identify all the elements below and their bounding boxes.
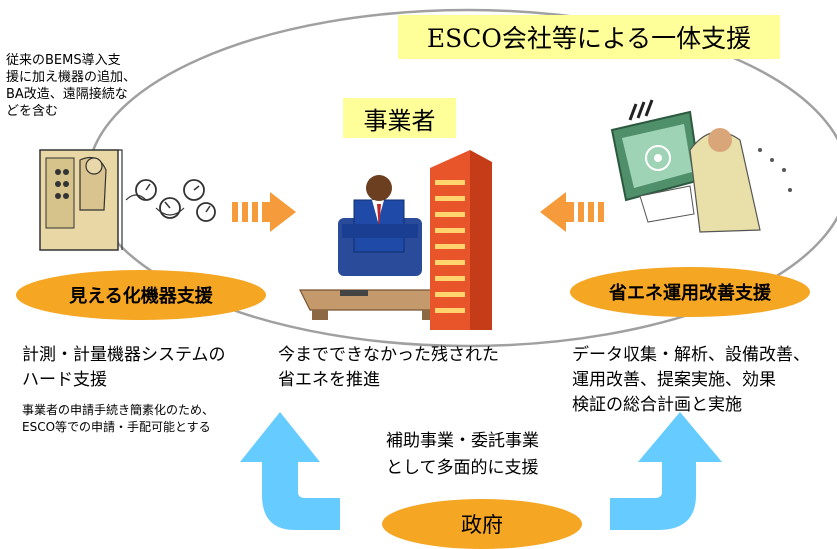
- building-icon: [430, 150, 492, 330]
- left-note-line: どを含む: [6, 104, 59, 119]
- government-label: 政府: [461, 513, 503, 537]
- engineer-screen-icon: [610, 99, 792, 233]
- left-note-line: BA改造、遠隔接続な: [6, 87, 128, 102]
- center-description: 今までできなかった残された 省エネを推進: [278, 343, 499, 393]
- left-description: 計測・計量機器システムの ハード支援: [22, 343, 226, 393]
- visualization-support-label: 見える化機器支援: [69, 286, 213, 307]
- title-text: ESCO会社等による一体支援: [426, 24, 752, 53]
- left-small-note: 事業者の申請手続き簡素化のため、 ESCO等での申請・手配可能とする: [22, 402, 214, 436]
- right-description: データ収集・解析、設備改善、 運用改善、提案実施、効果 検証の総合計画と実施: [572, 343, 810, 418]
- left-description-line: ハード支援: [22, 370, 107, 390]
- left-arrow-icon: [232, 192, 296, 232]
- title-box: ESCO会社等による一体支援: [398, 15, 780, 59]
- center-description-line: 今までできなかった残された: [278, 345, 499, 365]
- government-description-line: 補助事業・委託事業: [386, 431, 539, 451]
- government-description: 補助事業・委託事業 として多面的に支援: [386, 428, 539, 482]
- center-label-box: 事業者: [343, 98, 456, 138]
- energy-saving-support-label: 省エネ運用改善支援: [609, 283, 771, 304]
- government-description-line: として多面的に支援: [386, 458, 539, 478]
- left-curved-arrow-icon: [240, 412, 340, 530]
- government-oval: 政府: [382, 499, 582, 549]
- right-arrow-icon: [540, 192, 604, 232]
- right-description-line: 運用改善、提案実施、効果: [572, 370, 776, 390]
- left-small-note-line: ESCO等での申請・手配可能とする: [22, 420, 211, 434]
- left-note-line: 従来のBEMS導入支: [6, 53, 121, 68]
- worker-control-panel-icon: [39, 149, 216, 251]
- left-note: 従来のBEMS導入支 援に加え機器の追加、 BA改造、遠隔接続な どを含む: [6, 52, 136, 120]
- businessman-icon: [299, 175, 451, 320]
- left-note-line: 援に加え機器の追加、: [6, 70, 137, 85]
- right-curved-arrow-icon: [610, 412, 722, 530]
- energy-saving-support-oval: 省エネ運用改善支援: [570, 267, 810, 317]
- left-description-line: 計測・計量機器システムの: [22, 345, 226, 365]
- center-label: 事業者: [363, 106, 436, 135]
- center-description-line: 省エネを推進: [278, 370, 380, 390]
- right-description-line: データ収集・解析、設備改善、: [572, 345, 810, 365]
- left-small-note-line: 事業者の申請手続き簡素化のため、: [22, 403, 215, 417]
- right-description-line: 検証の総合計画と実施: [572, 395, 742, 415]
- visualization-support-oval: 見える化機器支援: [16, 270, 266, 320]
